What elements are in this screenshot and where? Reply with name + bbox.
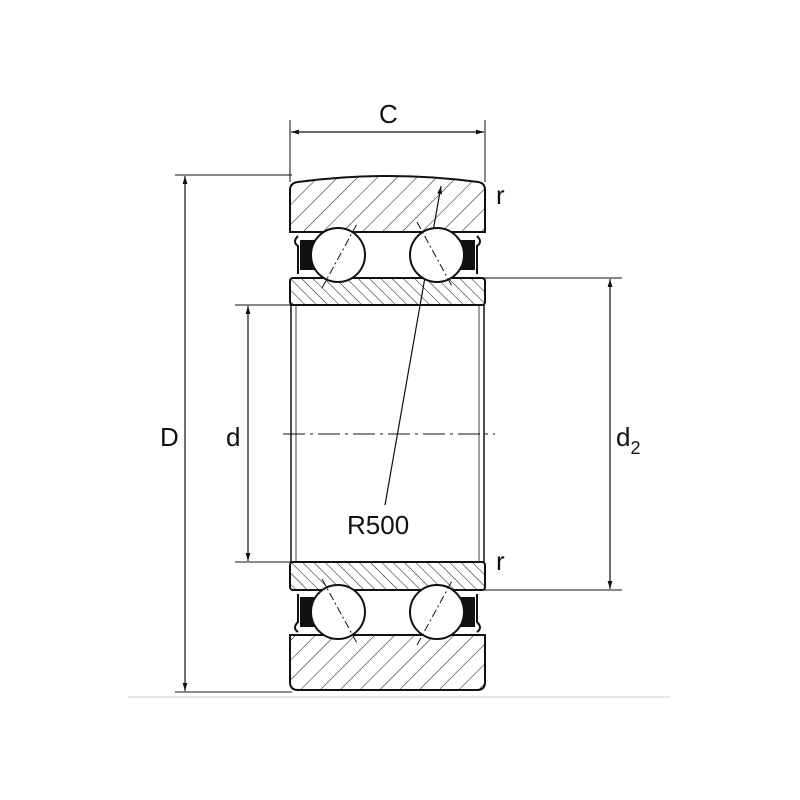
outer-ring-bottom	[289, 634, 486, 691]
ball-bottom-right	[409, 584, 465, 640]
label-d2: d2	[616, 422, 640, 457]
ball-top-left	[310, 227, 366, 283]
label-d2-main: d	[616, 422, 631, 452]
label-d2-sub: 2	[630, 438, 641, 458]
bore-outline	[290, 305, 485, 562]
label-r-top: r	[496, 180, 505, 210]
label-R500: R500	[347, 510, 410, 540]
ball-top-right	[409, 227, 465, 283]
label-d: d	[226, 422, 241, 452]
outer-ring-top	[289, 175, 486, 233]
ball-bottom-left	[310, 584, 366, 640]
top-half	[289, 175, 486, 306]
inner-ring-top	[289, 277, 486, 306]
inner-ring-bottom	[289, 561, 486, 591]
bottom-half	[289, 561, 486, 691]
label-D: D	[160, 422, 179, 452]
label-C: C	[379, 99, 398, 129]
extension-lines	[175, 120, 622, 693]
label-r-bottom: r	[496, 546, 505, 576]
